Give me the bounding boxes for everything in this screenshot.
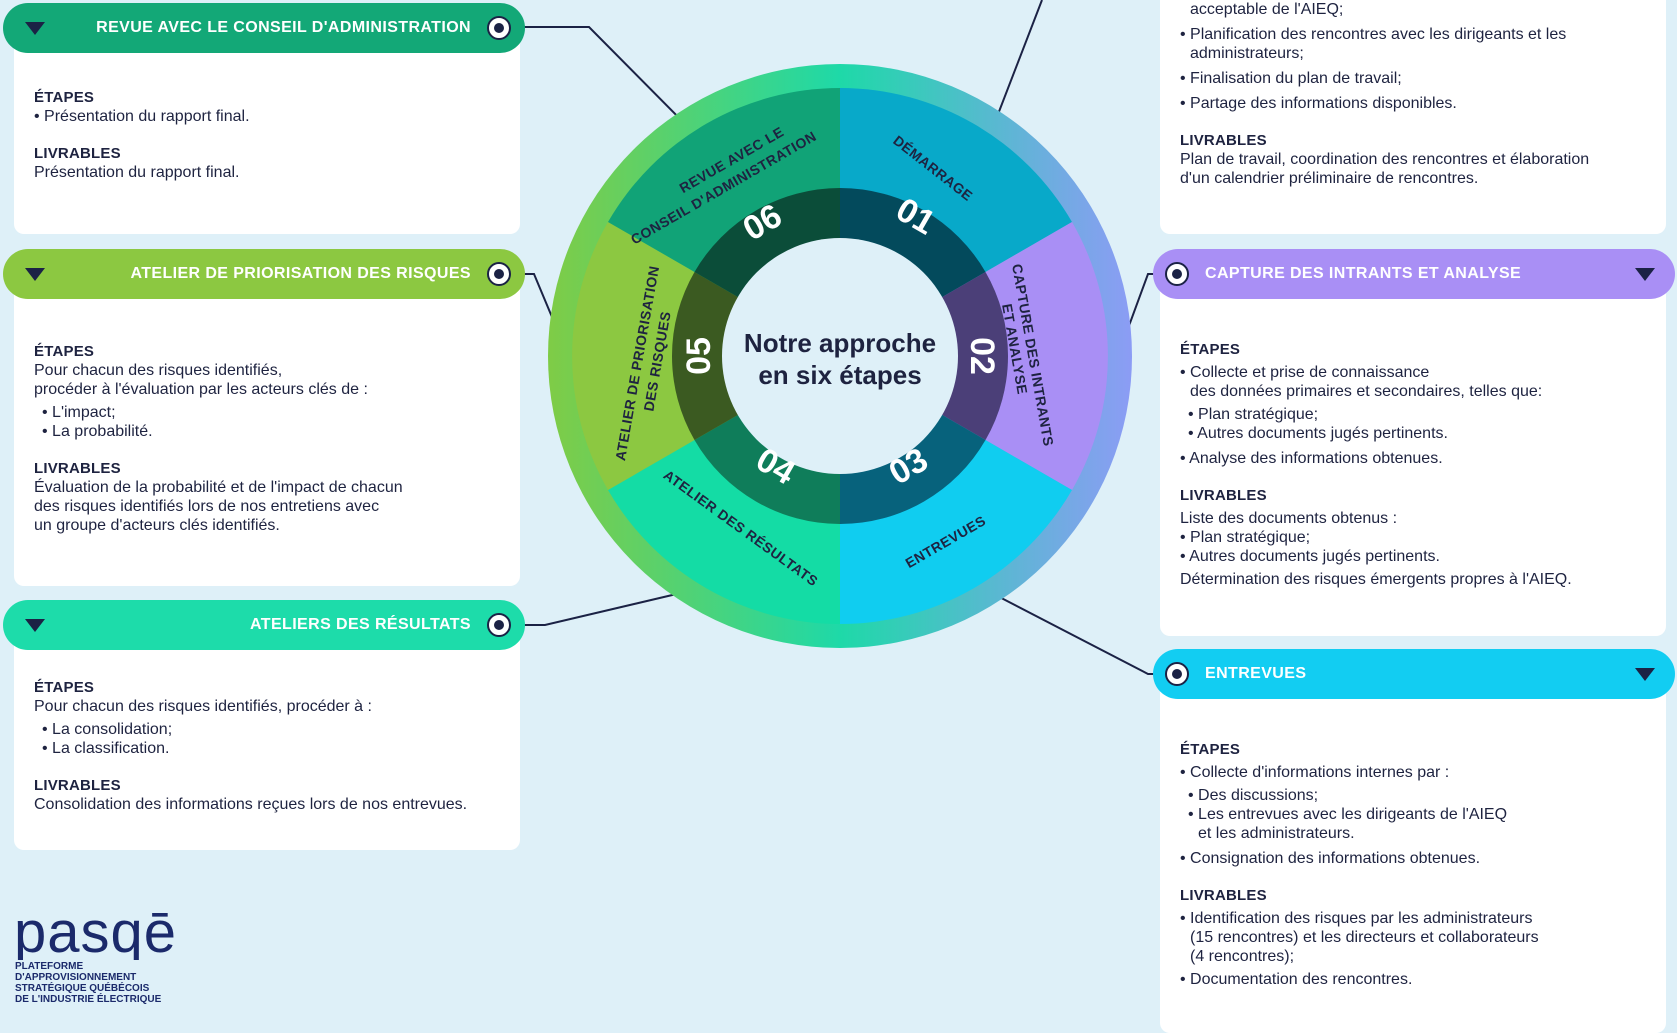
etapes-line1: Pour chacun des risques identifiés, proc… [34,698,372,715]
livrables-line: Liste des documents obtenus : [1180,510,1398,527]
livrables-text: Consolidation des informations reçues lo… [34,796,468,813]
etapes-line: • Des discussions; [1188,787,1319,804]
etapes-line: • Planification des rencontres avec les … [1180,26,1567,43]
livrables-line: d'un calendrier préliminaire de rencontr… [1180,170,1479,187]
livrables-line: (4 rencontres); [1190,948,1295,965]
livrables-heading: LIVRABLES [1180,887,1267,904]
etapes-heading: ÉTAPES [34,679,95,696]
livrables-heading: LIVRABLES [34,777,121,794]
etapes-heading: ÉTAPES [1180,741,1241,758]
header-revue[interactable]: REVUE AVEC LE CONSEIL D'ADMINISTRATION [3,3,525,53]
etapes-line: des données primaires et secondaires, te… [1190,383,1543,400]
livrables-line: • Plan stratégique; [1180,529,1311,546]
livrables-heading: LIVRABLES [1180,132,1267,149]
etapes-line: • Plan stratégique; [1188,406,1319,423]
panel-card-priorisation: ÉTAPES Pour chacun des risques identifié… [14,276,520,586]
etapes-heading: ÉTAPES [1180,341,1241,358]
livrables-heading: LIVRABLES [1180,487,1267,504]
etapes-line: • Les entrevues avec les dirigeants de l… [1188,806,1508,823]
target-icon [487,613,511,637]
header-priorisation[interactable]: ATELIER DE PRIORISATION DES RISQUES [3,249,525,299]
etapes-heading: ÉTAPES [34,343,95,360]
etapes-line: • Consignation des informations obtenues… [1180,850,1481,867]
etapes-item: • La probabilité. [42,423,153,440]
livrables-line: Détermination des risques émergents prop… [1180,571,1572,588]
panel-card-demarrage: acceptable de l'AIEQ; • Planification de… [1160,0,1666,234]
etapes-line: • Analyse des informations obtenues. [1180,450,1443,467]
logo-wordmark: pasqē [14,900,177,960]
livrables-line: Plan de travail, coordination des rencon… [1180,151,1590,168]
etapes-line: • Collecte d'informations internes par : [1180,764,1450,781]
logo-subtitle: PLATEFORME D'APPROVISIONNEMENT STRATÉGIQ… [15,961,162,1005]
etapes-item: • La consolidation; [42,721,173,738]
target-icon [1165,662,1189,686]
header-capture[interactable]: CAPTURE DES INTRANTS ET ANALYSE [1153,249,1675,299]
panel-card-capture: ÉTAPES • Collecte et prise de connaissan… [1160,276,1666,636]
target-icon [487,262,511,286]
livrables-text: Présentation du rapport final. [34,164,240,181]
livrables-line: • Identification des risques par les adm… [1180,910,1533,927]
etapes-line2: procéder à l'évaluation par les acteurs … [34,381,368,398]
pasqe-logo: pasqē [14,900,177,960]
livrables-line: un groupe d'acteurs clés identifiés. [34,517,280,534]
livrables-line: Évaluation de la probabilité et de l'imp… [34,479,403,496]
livrables-heading: LIVRABLES [34,460,121,477]
etapes-item: • L'impact; [42,404,116,421]
livrables-line: (15 rencontres) et les directeurs et col… [1190,929,1539,946]
header-title-entrevues: ENTREVUES [1205,665,1307,682]
etapes-text: • Présentation du rapport final. [34,108,250,125]
livrables-line: • Autres documents jugés pertinents. [1180,548,1440,565]
etapes-line: administrateurs; [1190,45,1304,62]
approach-wheel: Notre approche en six étapes 01 02 03 04… [548,64,1132,648]
etapes-line: • Finalisation du plan de travail; [1180,70,1402,87]
panel-card-revue: ÉTAPES • Présentation du rapport final. … [14,30,520,234]
etapes-line1: Pour chacun des risques identifiés, [34,362,283,379]
header-title-capture: CAPTURE DES INTRANTS ET ANALYSE [1205,265,1522,282]
etapes-line: • Partage des informations disponibles. [1180,95,1457,112]
header-entrevues[interactable]: ENTREVUES [1153,649,1675,699]
segment-number-05: 05 [680,337,718,375]
wheel-center-line2: en six étapes [758,360,921,390]
livrables-heading: LIVRABLES [34,145,121,162]
etapes-line: • Autres documents jugés pertinents. [1188,425,1448,442]
target-icon [487,16,511,40]
chevron-down-icon[interactable] [1635,267,1655,281]
chevron-down-icon[interactable] [25,267,45,281]
etapes-heading: ÉTAPES [34,89,95,106]
chevron-down-icon[interactable] [25,21,45,35]
chevron-down-icon[interactable] [1635,667,1655,681]
livrables-line: • Documentation des rencontres. [1180,971,1413,988]
etapes-item: • La classification. [42,740,170,757]
panel-card-resultats: ÉTAPES Pour chacun des risques identifié… [14,626,520,850]
header-title-revue: REVUE AVEC LE CONSEIL D'ADMINISTRATION [96,19,471,36]
header-resultats[interactable]: ATELIERS DES RÉSULTATS [3,600,525,650]
panel-card-entrevues: ÉTAPES • Collecte d'informations interne… [1160,676,1666,1033]
segment-number-02: 02 [963,337,1001,375]
header-title-priorisation: ATELIER DE PRIORISATION DES RISQUES [130,265,471,282]
wheel-center-line1: Notre approche [744,328,936,358]
wheel-center [722,238,958,474]
etapes-line: • Collecte et prise de connaissance [1180,364,1430,381]
livrables-line: des risques identifiés lors de nos entre… [34,498,380,515]
header-title-resultats: ATELIERS DES RÉSULTATS [250,616,471,633]
target-icon [1165,262,1189,286]
etapes-line: et les administrateurs. [1198,825,1355,842]
chevron-down-icon[interactable] [25,618,45,632]
etapes-line: acceptable de l'AIEQ; [1190,1,1344,18]
